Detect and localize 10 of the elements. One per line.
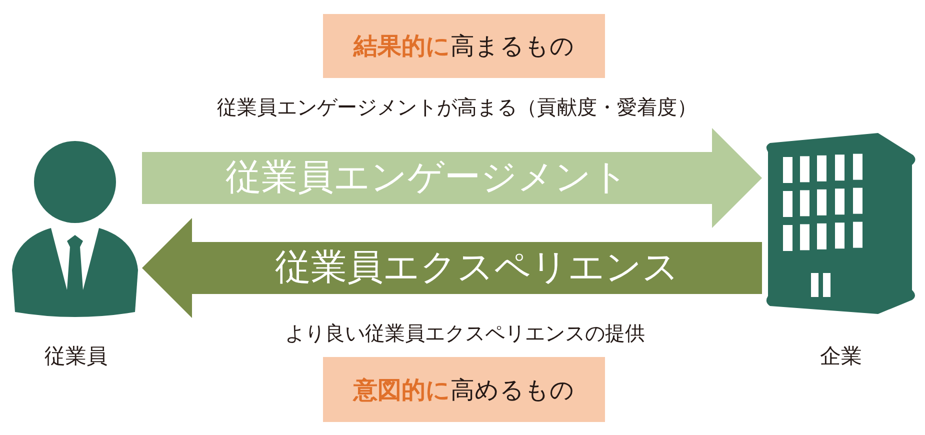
annotation-text: 従業員エンゲージメントが高まる（貢献度・愛着度） bbox=[217, 94, 697, 120]
node-caption: 従業員 bbox=[44, 343, 108, 369]
edge-label: 従業員エンゲージメント bbox=[226, 156, 628, 200]
edge-label: 従業員エクスペリエンス bbox=[275, 246, 679, 290]
node-caption: 企業 bbox=[819, 343, 863, 369]
block-arrow bbox=[142, 128, 762, 228]
category-box: 結果的に高まるもの bbox=[323, 14, 605, 78]
annotation-text: より良い従業員エクスペリエンスの提供 bbox=[285, 320, 645, 346]
category-box: 意図的に高めるもの bbox=[323, 357, 605, 422]
block-arrow bbox=[142, 218, 762, 318]
